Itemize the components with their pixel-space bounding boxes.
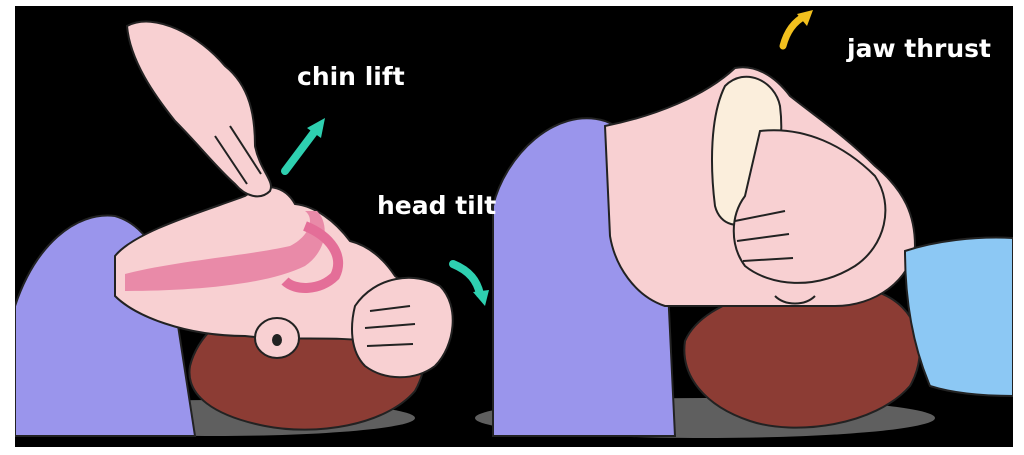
left-patient-figure bbox=[15, 22, 489, 436]
chin-lift-arrow-icon bbox=[285, 131, 315, 171]
chin-lift-label: chin lift bbox=[297, 64, 405, 89]
chin-lift-hand bbox=[127, 22, 271, 197]
jaw-thrust-sleeve bbox=[905, 238, 1013, 396]
right-hair bbox=[684, 286, 919, 428]
head-tilt-arrow-icon bbox=[453, 264, 480, 294]
left-ear-hole bbox=[272, 334, 282, 346]
jaw-thrust-arrow-icon bbox=[783, 16, 805, 46]
head-tilt-label: head tilt bbox=[377, 193, 496, 218]
airway-illustration bbox=[15, 6, 1013, 447]
right-patient-figure bbox=[475, 10, 1013, 438]
jaw-thrust-label: jaw thrust bbox=[847, 36, 991, 61]
airway-diagram: chin lift head tilt jaw thrust bbox=[15, 6, 1013, 447]
head-tilt-arrowhead bbox=[473, 290, 489, 306]
